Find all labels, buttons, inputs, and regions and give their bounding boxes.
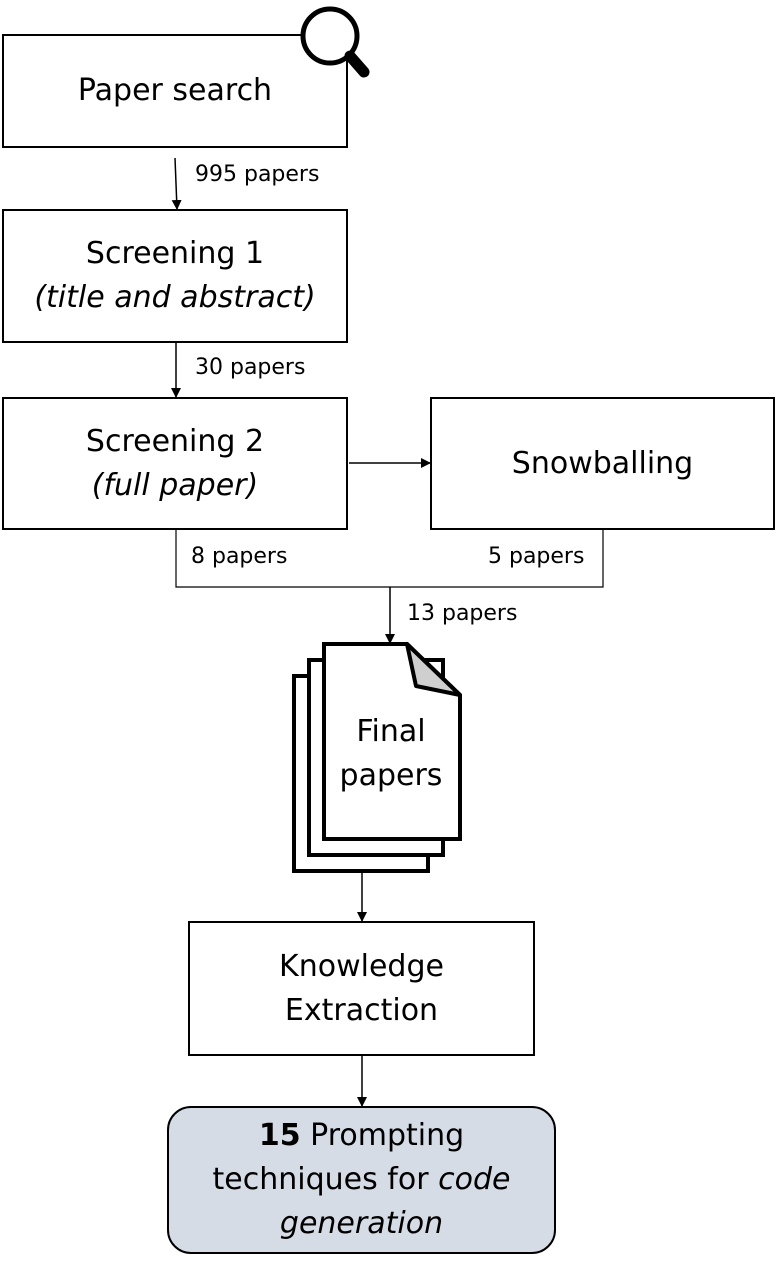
snowballing-label: Snowballing <box>511 445 694 481</box>
result-count: 15 <box>258 1118 301 1153</box>
result-box: 15 Prompting techniques for code generat… <box>167 1106 556 1254</box>
paper-search-label: Paper search <box>77 73 273 108</box>
document-stack-icon <box>292 642 462 873</box>
screening2-title: Screening 2 <box>85 423 265 459</box>
screening1-box: Screening 1 (title and abstract) <box>2 209 348 343</box>
snowballing-box: Snowballing <box>430 397 775 530</box>
magnifier-icon <box>300 6 370 78</box>
flow-label-5: 5 papers <box>488 544 585 569</box>
knowledge-extraction-line1: Knowledge <box>279 948 444 984</box>
flow-label-8: 8 papers <box>191 544 288 569</box>
paper-search-box: Paper search <box>2 34 348 148</box>
knowledge-extraction-box: Knowledge Extraction <box>188 921 535 1056</box>
final-papers-label: Final papers <box>328 710 454 798</box>
flow-label-995: 995 papers <box>195 162 320 187</box>
flow-label-30: 30 papers <box>195 355 306 380</box>
result-line2: techniques for <box>212 1162 439 1197</box>
result-emph2: generation <box>279 1206 444 1241</box>
screening2-box: Screening 2 (full paper) <box>2 397 348 530</box>
result-line1: Prompting <box>310 1118 465 1153</box>
screening1-subtitle: (title and abstract) <box>34 280 316 315</box>
screening1-title: Screening 1 <box>85 236 265 271</box>
flow-label-13: 13 papers <box>407 601 518 626</box>
arrow-search-to-screening1 <box>171 157 182 210</box>
screening2-subtitle: (full paper) <box>91 467 259 503</box>
result-emph1: code <box>438 1162 511 1197</box>
knowledge-extraction-line2: Extraction <box>284 992 439 1028</box>
final-papers-line1: Final <box>356 714 426 749</box>
final-papers-line2: papers <box>339 758 443 793</box>
